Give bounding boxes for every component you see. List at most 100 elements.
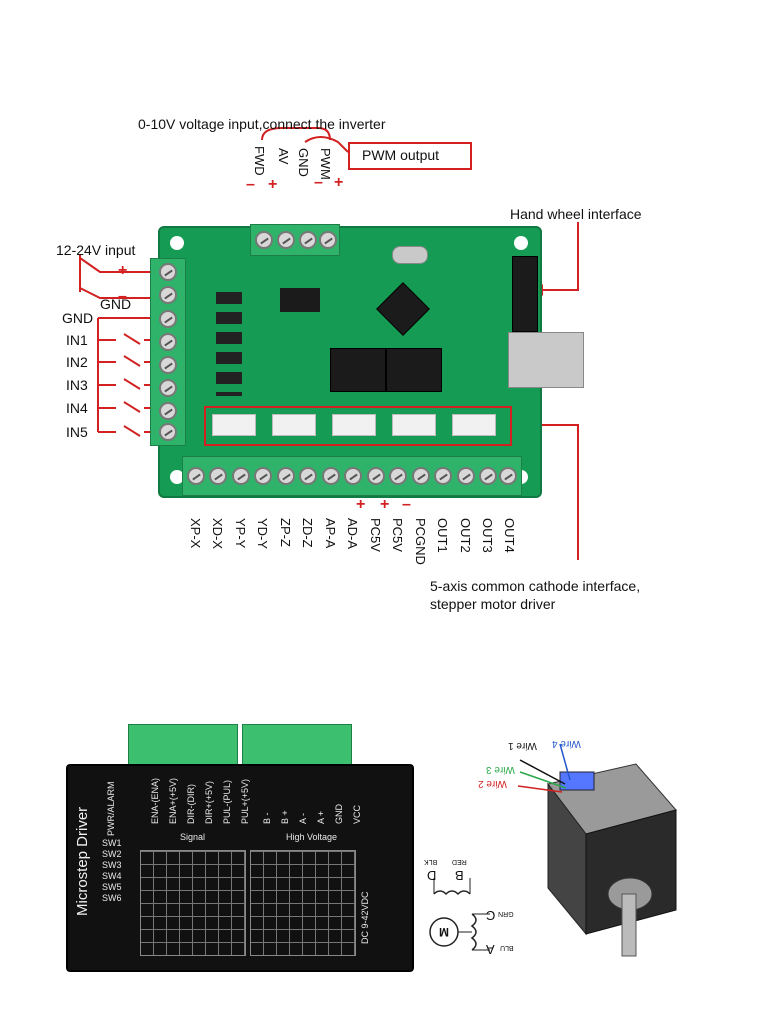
screw bbox=[389, 467, 407, 485]
plus-sign: + bbox=[356, 496, 366, 513]
driver-chip bbox=[330, 348, 386, 392]
minus-sign: – bbox=[402, 496, 411, 513]
schematic-red-label: RED bbox=[452, 858, 467, 865]
hv-pin-4: A + bbox=[316, 810, 326, 824]
switch-label: SW2 bbox=[102, 849, 122, 859]
screw bbox=[344, 467, 362, 485]
screw bbox=[412, 467, 430, 485]
ic-row bbox=[216, 292, 242, 396]
axis-connectors-box bbox=[204, 406, 512, 446]
screw bbox=[159, 402, 177, 420]
screw bbox=[499, 467, 517, 485]
white-connector bbox=[272, 414, 316, 436]
screw bbox=[159, 333, 177, 351]
screw bbox=[299, 467, 317, 485]
pin-yd-y: YD-Y bbox=[255, 518, 270, 550]
pwm-output-label: PWM output bbox=[362, 147, 440, 163]
screw bbox=[159, 286, 177, 304]
ic-pair bbox=[280, 288, 320, 312]
minus-sign: – bbox=[246, 176, 255, 193]
screw bbox=[277, 467, 295, 485]
left-terminal bbox=[150, 258, 186, 446]
white-connector bbox=[452, 414, 496, 436]
dc-range-label: DC 9-42VDC bbox=[360, 891, 370, 944]
mcu-chip bbox=[376, 282, 430, 336]
pin-out1: OUT1 bbox=[435, 518, 450, 553]
switch-label: SW5 bbox=[102, 882, 122, 892]
switch-label: SW4 bbox=[102, 871, 122, 881]
pin-out3: OUT3 bbox=[480, 518, 495, 553]
pin-yp-y: YP-Y bbox=[233, 518, 248, 549]
crystal bbox=[392, 246, 428, 264]
pin-pcgnd: PCGND bbox=[413, 518, 428, 565]
power-gnd-label: GND bbox=[100, 296, 132, 312]
screw bbox=[232, 467, 250, 485]
usb-port bbox=[508, 332, 584, 388]
schematic-m-label: M bbox=[439, 925, 449, 939]
mounting-hole bbox=[514, 236, 528, 250]
signal-pin-5: PUL-(PUL) bbox=[222, 779, 232, 824]
hv-pin-2: B + bbox=[280, 810, 290, 824]
driver-signal-terminal bbox=[128, 724, 238, 768]
pin-zd-z: ZD-Z bbox=[300, 518, 315, 548]
mounting-hole bbox=[170, 470, 184, 484]
pin-zp-z: ZP-Z bbox=[278, 518, 293, 547]
microstep-driver: Microstep Driver PWR/ALARM ENA-(ENA) ENA… bbox=[66, 764, 414, 972]
pin-pc5v-1: PC5V bbox=[368, 518, 383, 552]
minus-sign: – bbox=[314, 174, 323, 191]
driver-title: Microstep Driver bbox=[74, 806, 91, 916]
plus-sign: + bbox=[118, 262, 128, 279]
pin-xd-x: XD-X bbox=[210, 518, 225, 550]
hv-pin-6: VCC bbox=[352, 804, 362, 824]
input-in4-label: IN4 bbox=[66, 400, 88, 416]
pin-ap-a: AP-A bbox=[323, 518, 338, 549]
motor-body bbox=[547, 763, 677, 957]
pin-xp-x: XP-X bbox=[188, 518, 203, 549]
screw bbox=[277, 231, 295, 249]
plus-sign: + bbox=[334, 174, 344, 191]
input-in1-label: IN1 bbox=[66, 332, 88, 348]
screw bbox=[255, 231, 273, 249]
screw bbox=[159, 379, 177, 397]
plus-sign: + bbox=[380, 496, 390, 513]
driver-hv-terminal bbox=[242, 724, 352, 768]
schematic-c-label: C bbox=[486, 908, 496, 923]
screw bbox=[209, 467, 227, 485]
schematic-blk-label: BLK bbox=[424, 858, 438, 865]
switch-label: SW1 bbox=[102, 838, 122, 848]
pin-pc5v-2: PC5V bbox=[390, 518, 405, 552]
hv-pin-5: GND bbox=[334, 804, 344, 824]
wire-1-label: Wire 1 bbox=[508, 740, 537, 751]
schematic-d-label: D bbox=[427, 868, 437, 883]
switch-label: SW3 bbox=[102, 860, 122, 870]
white-connector bbox=[332, 414, 376, 436]
screw bbox=[159, 263, 177, 281]
signal-pin-2: ENA+(+5V) bbox=[168, 777, 178, 824]
hv-pin-1: B - bbox=[262, 812, 272, 824]
pin-av: AV bbox=[276, 148, 291, 165]
hv-group-label: High Voltage bbox=[286, 832, 338, 842]
pwr-alarm-label: PWR/ALARM bbox=[106, 781, 116, 836]
current-table bbox=[250, 850, 356, 956]
signal-pin-1: ENA-(ENA) bbox=[150, 777, 160, 824]
driver-chip bbox=[386, 348, 442, 392]
white-connector bbox=[212, 414, 256, 436]
signal-pin-3: DIR-(DIR) bbox=[186, 784, 196, 824]
signal-pin-4: DIR+(+5V) bbox=[204, 780, 214, 824]
caption-line1: 5-axis common cathode interface, bbox=[430, 578, 641, 594]
annotation-wires bbox=[79, 127, 579, 560]
screw bbox=[367, 467, 385, 485]
pin-out4: OUT4 bbox=[502, 518, 517, 553]
mounting-hole bbox=[170, 236, 184, 250]
switch-label: SW6 bbox=[102, 893, 122, 903]
pin-gnd-top: GND bbox=[296, 148, 311, 177]
pin-out2: OUT2 bbox=[458, 518, 473, 553]
input-in5-label: IN5 bbox=[66, 424, 88, 440]
screw bbox=[159, 310, 177, 328]
hand-wheel-header bbox=[512, 256, 538, 332]
wire-2-label: Wire 2 bbox=[478, 778, 507, 789]
mach3-board bbox=[158, 226, 584, 498]
voltage-input-label: 0-10V voltage input,connect the inverter bbox=[138, 116, 386, 132]
pin-fwd: FWD bbox=[252, 146, 267, 176]
motor-schematic bbox=[429, 878, 490, 951]
